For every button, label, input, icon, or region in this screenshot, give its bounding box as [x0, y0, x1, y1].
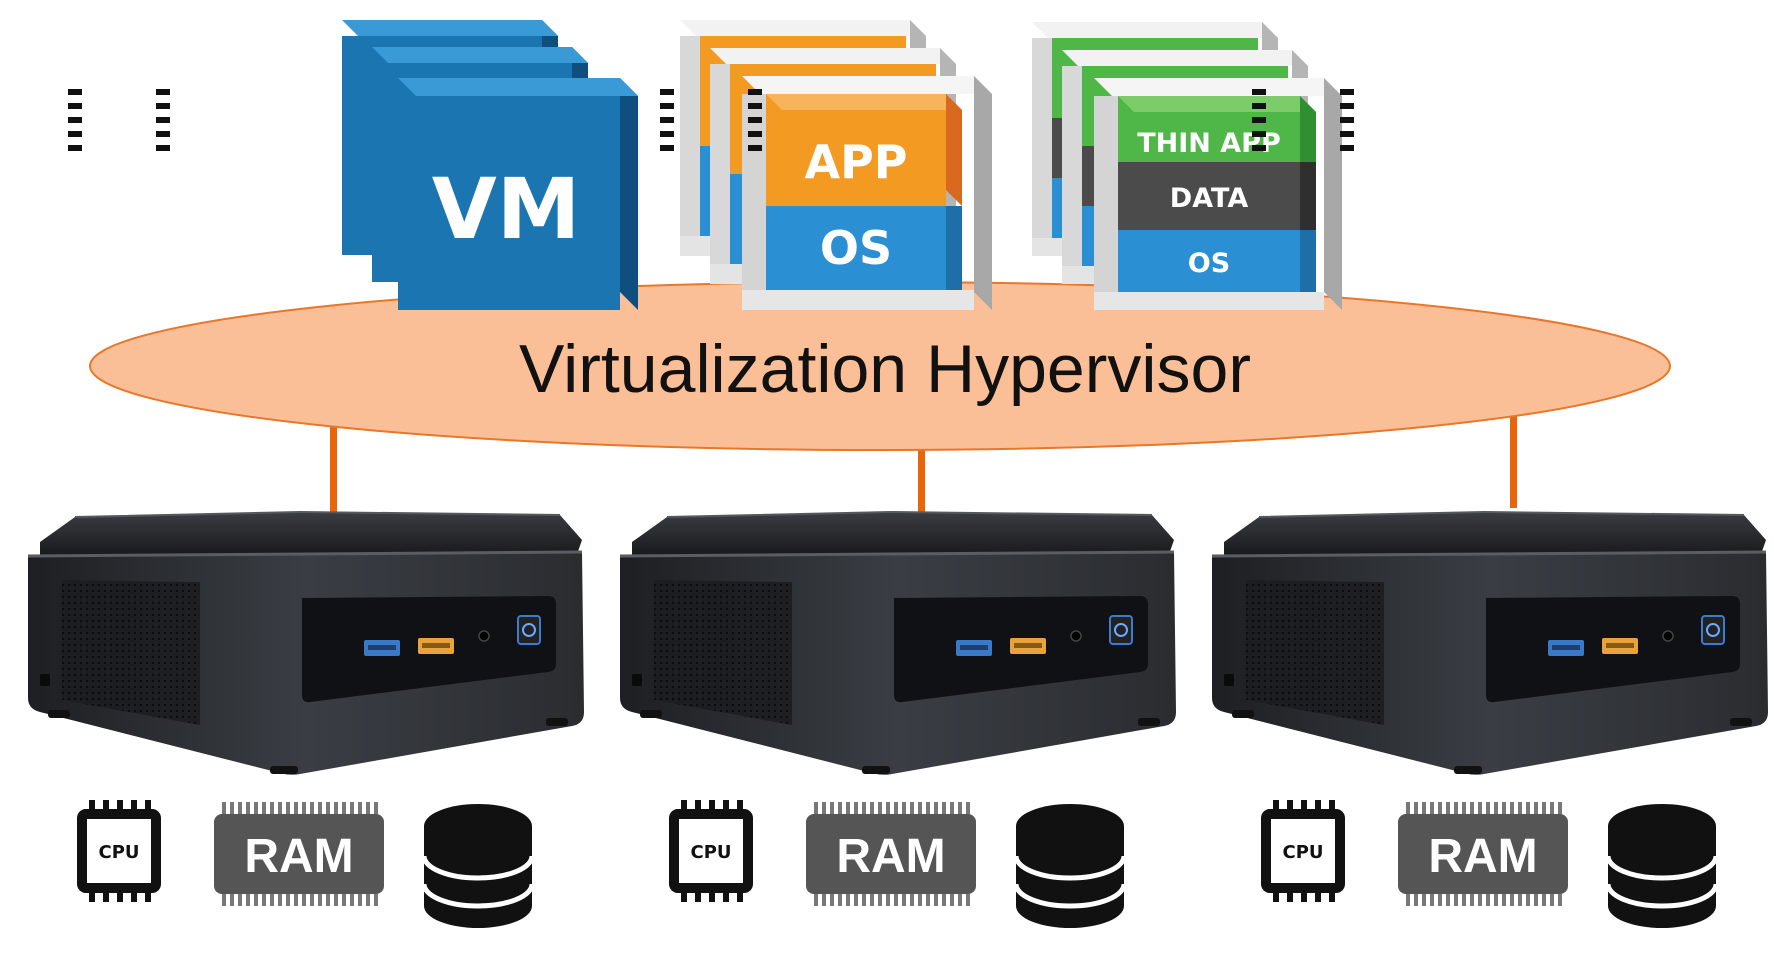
app-container-front: APP OS	[742, 76, 992, 310]
ram-label: RAM	[244, 830, 353, 883]
cpu-label: CPU	[690, 842, 731, 863]
thin-app-layer	[1118, 112, 1300, 162]
hypervisor-layer: Virtualization Hypervisor	[89, 281, 1671, 451]
ram-icon: RAM	[214, 802, 384, 906]
cpu-label: CPU	[98, 842, 139, 863]
os-layer-label: OS	[820, 221, 892, 275]
thin-os-layer-label: OS	[1188, 248, 1230, 279]
server-host-2: CPU RAM	[619, 89, 1176, 928]
hypervisor-label: Virtualization Hypervisor	[519, 331, 1251, 407]
server-host-1: CPU RAM	[27, 89, 584, 928]
server-host-3: CPU RAM	[1211, 89, 1768, 928]
connector-line-2	[918, 445, 925, 535]
connectors	[330, 412, 1517, 535]
ram-icon: RAM	[806, 802, 976, 906]
ram-label: RAM	[1428, 830, 1537, 883]
vm-box-front: VM	[398, 78, 638, 310]
vm-stack: VM	[342, 20, 638, 310]
app-layer-label: APP	[804, 135, 907, 189]
connector-line-3	[1510, 412, 1517, 508]
app-os-stack: APP OS	[680, 20, 992, 310]
thin-app-stack: THIN APP DATA OS	[1032, 22, 1342, 310]
cpu-icon: CPU	[660, 89, 762, 902]
connector-line-1	[330, 425, 337, 513]
os-layer	[766, 206, 946, 290]
ram-icon: RAM	[1398, 802, 1568, 906]
data-layer-label: DATA	[1170, 183, 1249, 214]
storage-database-icon	[421, 804, 535, 928]
cpu-label: CPU	[1282, 842, 1323, 863]
ram-label: RAM	[836, 830, 945, 883]
cpu-icon: CPU	[68, 89, 170, 902]
cpu-icon: CPU	[1252, 89, 1354, 902]
mini-pc	[1211, 510, 1768, 775]
data-layer	[1118, 162, 1300, 230]
app-layer	[766, 110, 946, 206]
server-hosts: CPU RAM CPU RAM CPU RAM	[27, 89, 1768, 928]
storage-database-icon	[1605, 804, 1719, 928]
vm-label: VM	[432, 160, 581, 258]
thin-container-front: THIN APP DATA OS	[1094, 78, 1342, 310]
storage-database-icon	[1013, 804, 1127, 928]
thin-os-layer	[1118, 230, 1300, 292]
mini-pc	[27, 510, 584, 775]
mini-pc	[619, 510, 1176, 775]
